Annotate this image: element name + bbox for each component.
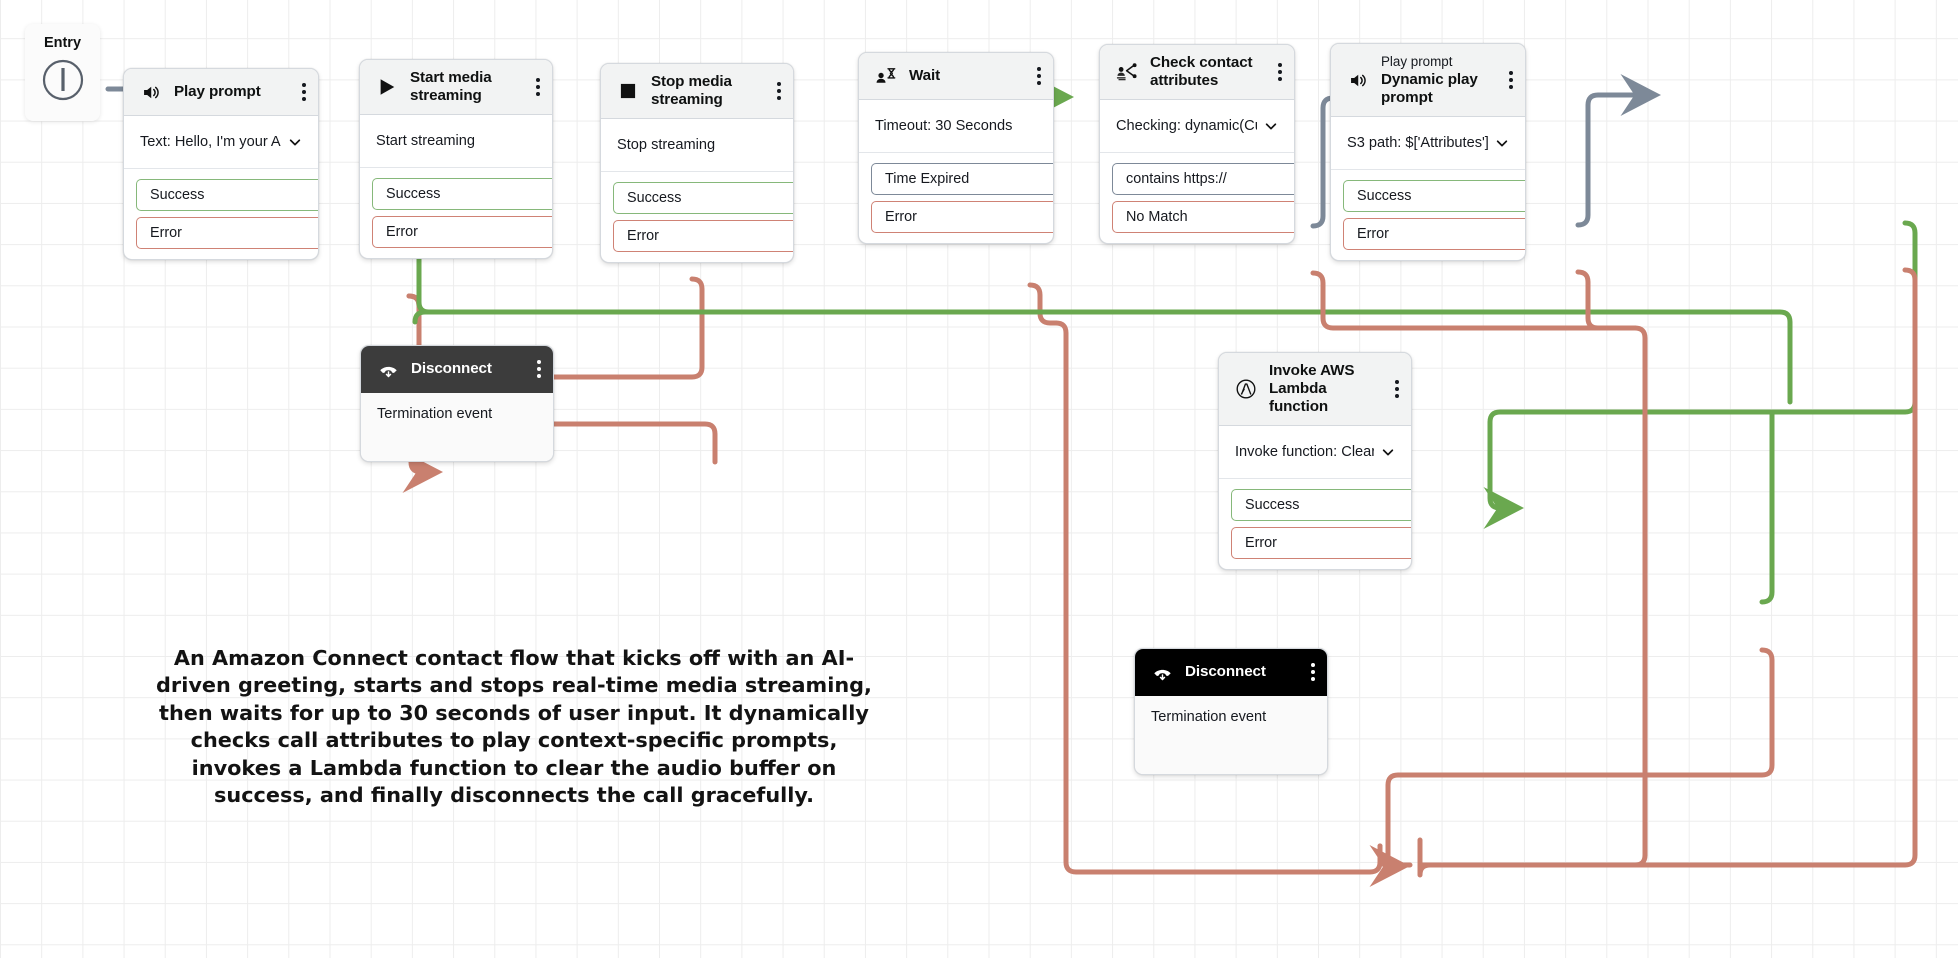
node-menu-icon[interactable] [1278,63,1282,81]
chevron-down-icon[interactable] [1263,119,1278,134]
port-no-match[interactable]: No Match [1112,201,1294,233]
node-body-text: Start streaming [376,133,475,149]
node-body-text: Text: Hello, I'm your AI ass... [140,134,281,150]
node-header[interactable]: Start media streaming [360,60,552,115]
person-hourglass-icon [875,65,897,87]
node-subtitle: Play prompt [1381,54,1453,69]
node-ports: contains https:// No Match [1100,152,1294,243]
flow-description: An Amazon Connect contact flow that kick… [156,646,872,808]
node-menu-icon[interactable] [537,360,541,378]
node-header[interactable]: Play prompt Dynamic play prompt [1331,44,1525,117]
node-menu-icon[interactable] [302,83,306,101]
entry-circle-icon [42,59,83,101]
node-body: S3 path: $['Attributes']['Aud... [1331,117,1525,169]
node-menu-icon[interactable] [1395,380,1399,398]
node-wait[interactable]: Wait Timeout: 30 Seconds Time Expired Er… [858,52,1054,244]
node-body-text: S3 path: $['Attributes']['Aud... [1347,135,1488,151]
node-body: Termination event [1135,696,1327,774]
node-body-text: Invoke function: ClearAudi... [1235,444,1374,460]
node-body-text: Stop streaming [617,137,716,153]
hangup-phone-icon [377,358,399,380]
play-triangle-icon [376,76,398,98]
node-header[interactable]: Disconnect [1135,649,1327,696]
node-body: Termination event [361,393,553,461]
port-success[interactable]: Success [372,178,552,210]
node-header[interactable]: Check contact attributes [1100,45,1294,100]
node-disconnect-1[interactable]: Disconnect Termination event [360,345,554,462]
node-body: Timeout: 30 Seconds [859,100,1053,152]
node-body-text: Termination event [377,406,493,422]
port-error[interactable]: Error [1231,527,1411,559]
node-play-prompt[interactable]: Play prompt Text: Hello, I'm your AI ass… [123,68,319,260]
node-body: Invoke function: ClearAudi... [1219,426,1411,478]
node-check-contact-attributes[interactable]: Check contact attributes Checking: dynam… [1099,44,1295,244]
node-ports: Success Error [360,167,552,258]
node-title: Start media streaming [410,69,492,104]
chevron-down-icon[interactable] [1494,136,1509,151]
node-disconnect-2[interactable]: Disconnect Termination event [1134,648,1328,775]
port-error[interactable]: Error [613,220,793,252]
node-body: Stop streaming [601,119,793,171]
node-body-text: Timeout: 30 Seconds [875,118,1013,134]
node-menu-icon[interactable] [1509,71,1513,89]
speaker-icon [1347,69,1369,91]
node-menu-icon[interactable] [536,78,540,96]
node-title: Wait [909,67,941,84]
port-time-expired[interactable]: Time Expired [871,163,1053,195]
node-body-text: Checking: dynamic(Custo... [1116,118,1257,134]
stop-square-icon [617,80,639,102]
node-body: Start streaming [360,115,552,167]
node-body-text: Termination event [1151,709,1267,725]
node-header[interactable]: Stop media streaming [601,64,793,119]
node-title: Disconnect [1185,663,1266,680]
node-body: Text: Hello, I'm your AI ass... [124,116,318,168]
node-title: Invoke AWS Lambda function [1269,362,1355,415]
port-success[interactable]: Success [136,179,318,211]
port-success[interactable]: Success [1231,489,1411,521]
port-error[interactable]: Error [1343,218,1525,250]
node-header[interactable]: Disconnect [361,346,553,393]
node-title: Disconnect [411,360,492,377]
port-error[interactable]: Error [871,201,1053,233]
node-ports: Success Error [601,171,793,262]
node-ports: Success Error [124,168,318,259]
speaker-icon [140,81,162,103]
port-contains-https[interactable]: contains https:// [1112,163,1294,195]
port-success[interactable]: Success [613,182,793,214]
node-title: Check contact attributes [1150,54,1253,89]
node-dynamic-play-prompt[interactable]: Play prompt Dynamic play prompt S3 path:… [1330,43,1526,261]
port-error[interactable]: Error [372,216,552,248]
node-stop-media-streaming[interactable]: Stop media streaming Stop streaming Succ… [600,63,794,263]
node-ports: Time Expired Error [859,152,1053,243]
lambda-icon [1235,378,1257,400]
node-title: Play prompt [174,83,261,100]
node-invoke-lambda[interactable]: Invoke AWS Lambda function Invoke functi… [1218,352,1412,570]
node-ports: Success Error [1331,169,1525,260]
node-menu-icon[interactable] [1037,67,1041,85]
hangup-phone-icon [1151,661,1173,683]
chevron-down-icon[interactable] [287,135,302,150]
entry-node[interactable]: Entry [25,24,100,121]
port-success[interactable]: Success [1343,180,1525,212]
node-body: Checking: dynamic(Custo... [1100,100,1294,152]
node-start-media-streaming[interactable]: Start media streaming Start streaming Su… [359,59,553,259]
node-title: Dynamic play prompt [1381,71,1478,106]
chevron-down-icon[interactable] [1380,445,1395,460]
node-ports: Success Error [1219,478,1411,569]
node-header[interactable]: Invoke AWS Lambda function [1219,353,1411,426]
node-title: Stop media streaming [651,73,732,108]
node-menu-icon[interactable] [777,82,781,100]
node-header[interactable]: Play prompt [124,69,318,116]
entry-label: Entry [43,35,82,51]
port-error[interactable]: Error [136,217,318,249]
node-menu-icon[interactable] [1311,663,1315,681]
node-header[interactable]: Wait [859,53,1053,100]
branch-icon [1116,61,1138,83]
